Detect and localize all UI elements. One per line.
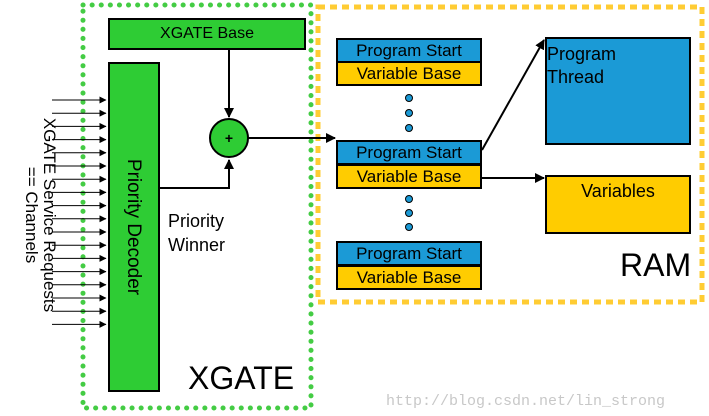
program-to-thread-arrow <box>481 39 545 151</box>
vector-variable-base: Variable Base <box>336 265 482 290</box>
service-requests-line2: == Channels <box>22 167 41 263</box>
service-requests-line1: XGATE Service Requests <box>40 118 59 312</box>
vector-ellipsis-lower <box>405 195 413 231</box>
vector-program-start: Program Start <box>336 38 482 63</box>
service-request-lines <box>52 96 107 328</box>
vector-program-start: Program Start <box>336 140 482 165</box>
vector-ellipsis-upper <box>405 94 413 132</box>
ram-region-border <box>315 4 705 305</box>
xgate-base-box: XGATE Base <box>108 18 306 50</box>
priority-winner-line1: Priority <box>168 211 225 231</box>
vector-program-start: Program Start <box>336 241 482 266</box>
vector-program-start-label: Program Start <box>356 142 462 162</box>
ram-region-label: RAM <box>620 247 692 283</box>
priority-decoder-box <box>108 62 160 392</box>
program-thread-box: Program Thread <box>545 37 691 145</box>
priority-decoder-label: Priority Decoder <box>123 159 144 296</box>
vector-variable-base-label: Variable Base <box>356 267 462 287</box>
xgate-region-label: XGATE <box>188 360 295 396</box>
service-requests-label: XGATE Service Requests == Channels <box>22 118 59 312</box>
vector-program-start-label: Program Start <box>356 40 462 60</box>
priority-decoder-label-wrap: Priority Decoder <box>123 159 144 296</box>
watermark: http://blog.csdn.net/lin_strong <box>386 393 665 410</box>
xgate-region-border <box>80 2 314 411</box>
vector-variable-base: Variable Base <box>336 164 482 189</box>
program-thread-line1: Program <box>547 44 617 64</box>
adder-circle <box>209 118 249 158</box>
program-thread-line2: Thread <box>547 67 605 87</box>
vector-variable-base: Variable Base <box>336 61 482 86</box>
variables-box: Variables <box>545 175 691 234</box>
decoder-to-adder-arrow <box>160 159 234 189</box>
adder-symbol: + <box>225 130 233 146</box>
priority-winner-line2: Winner <box>168 235 226 255</box>
vector-variable-base-label: Variable Base <box>356 63 462 83</box>
xgate-base-label: XGATE Base <box>160 25 254 42</box>
variables-label: Variables <box>581 181 655 201</box>
vector-program-start-label: Program Start <box>356 243 462 263</box>
priority-winner-label: Priority Winner <box>168 209 225 257</box>
vector-variable-base-label: Variable Base <box>356 166 462 186</box>
